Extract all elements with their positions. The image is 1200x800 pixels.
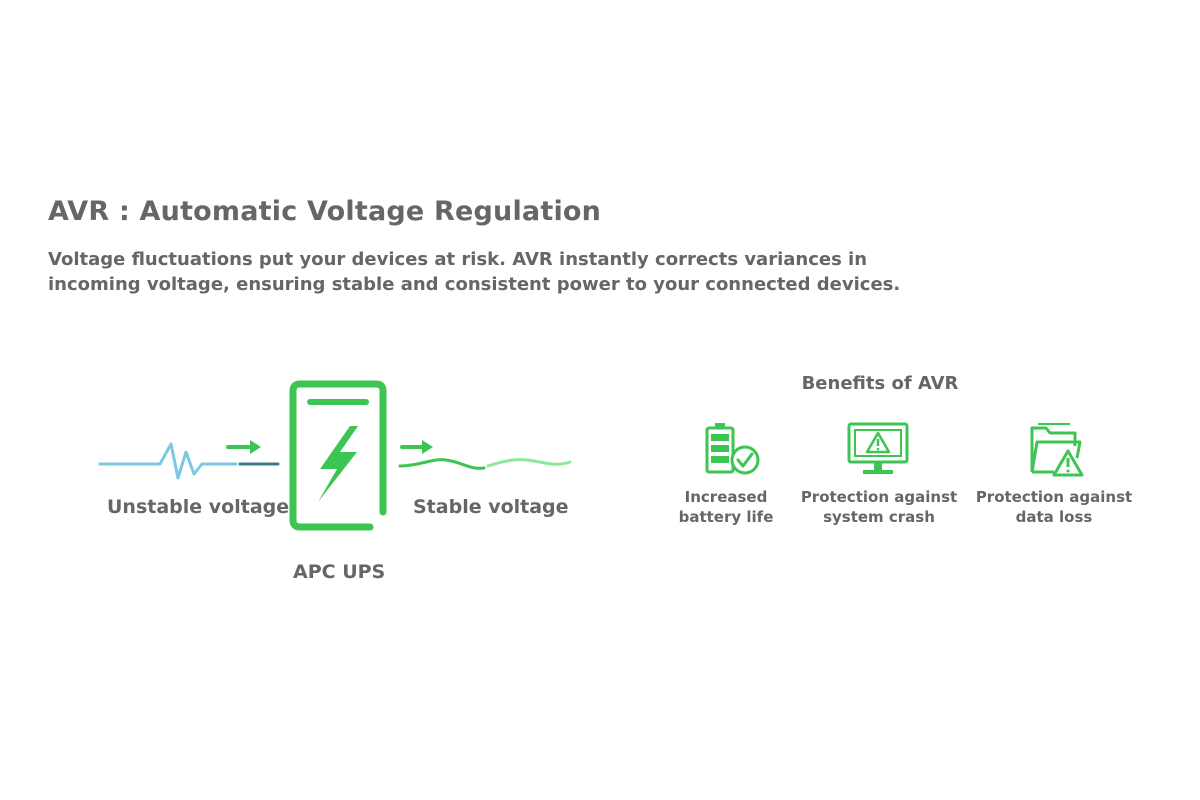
page-title: AVR : Automatic Voltage Regulation [48, 196, 602, 227]
unstable-voltage-wave [98, 442, 280, 480]
output-arrow-icon [400, 440, 433, 454]
description-line-2: incoming voltage, ensuring stable and co… [48, 274, 901, 295]
benefit-2-line-2: system crash [823, 508, 935, 526]
benefit-system-crash-label: Protection against system crash [798, 487, 960, 527]
battery-check-icon [705, 423, 760, 475]
benefit-data-loss-label: Protection against data loss [974, 487, 1134, 527]
description-line-1: Voltage fluctuations put your devices at… [48, 249, 868, 270]
benefit-battery-life-label: Increased battery life [666, 487, 786, 527]
folder-warning-icon [1030, 423, 1084, 477]
benefits-title: Benefits of AVR [801, 373, 959, 394]
benefit-1-line-1: Increased [684, 488, 768, 506]
benefit-1-line-2: battery life [678, 508, 774, 526]
input-arrow-icon [226, 440, 261, 454]
benefit-3-line-2: data loss [1015, 508, 1093, 526]
unstable-voltage-label: Unstable voltage [107, 496, 290, 518]
lightning-bolt-icon [318, 426, 358, 502]
monitor-warning-icon [847, 422, 909, 474]
stable-voltage-wave [398, 458, 572, 470]
ups-label: APC UPS [293, 561, 386, 583]
ups-device-icon [289, 380, 387, 531]
benefit-3-line-1: Protection against [975, 488, 1133, 506]
page-description: Voltage fluctuations put your devices at… [48, 247, 901, 297]
benefit-2-line-1: Protection against [800, 488, 958, 506]
stable-voltage-label: Stable voltage [413, 496, 569, 518]
